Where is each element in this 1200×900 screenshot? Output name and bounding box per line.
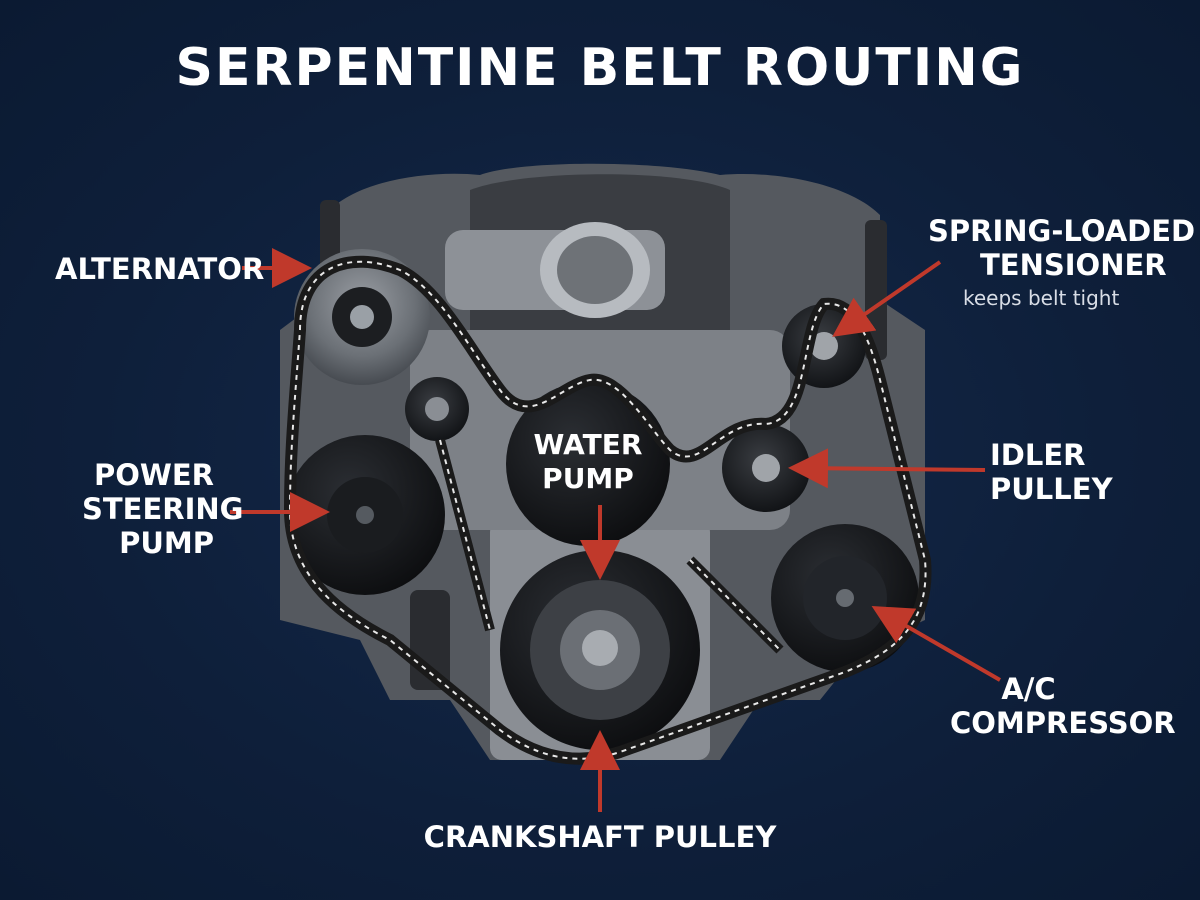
water-pump-label: WATER PUMP bbox=[533, 428, 643, 495]
idler-pulley-label: IDLER PULLEY bbox=[990, 438, 1113, 506]
diagram-title: SERPENTINE BELT ROUTING bbox=[175, 38, 1025, 98]
crankshaft-label: CRANKSHAFT PULLEY bbox=[423, 820, 777, 854]
power-steering-pulley bbox=[285, 435, 445, 595]
alternator-pulley bbox=[294, 249, 430, 385]
tensioner-arrow bbox=[832, 260, 942, 337]
serpentine-belt bbox=[283, 255, 932, 765]
ac-compressor-label: A/C COMPRESSOR bbox=[950, 672, 1176, 740]
ac-compressor-pulley bbox=[771, 524, 919, 672]
crankshaft-pulley bbox=[500, 550, 700, 750]
ac-arrow bbox=[871, 606, 1001, 682]
idler-arrow bbox=[788, 448, 986, 489]
power-steering-label: POWER STEERING PUMP bbox=[82, 458, 244, 560]
small-idler-pulley bbox=[405, 377, 469, 441]
callout-arrows bbox=[230, 248, 1001, 812]
water-pump-pulley bbox=[506, 382, 670, 546]
tensioner-label: SPRING-LOADED TENSIONER bbox=[928, 214, 1196, 282]
alternator-label: ALTERNATOR bbox=[55, 252, 265, 286]
tensioner-note: keeps belt tight bbox=[963, 286, 1120, 310]
idler-pulley bbox=[722, 424, 810, 512]
